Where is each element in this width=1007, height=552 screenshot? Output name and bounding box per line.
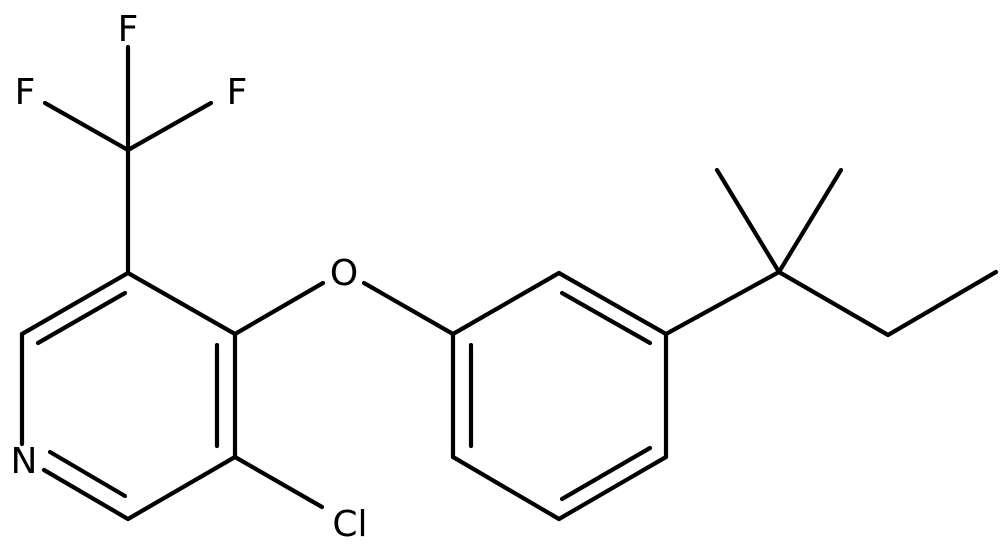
bond-c6-c5 (125, 454, 238, 522)
bond-c1p-c2p (450, 270, 562, 337)
atom-label-nitrogen: N (11, 441, 38, 482)
atom-label-f-right: F (227, 72, 248, 113)
bond-c3-c2 (19, 270, 131, 337)
bond-n-c6 (41, 467, 131, 522)
bond-c4-c3 (125, 270, 238, 337)
bond-cq-ch2 (776, 269, 891, 338)
bond-n-c6-inner (47, 449, 128, 499)
atom-label-oxygen: O (330, 253, 358, 294)
atom-label-chlorine: Cl (332, 504, 367, 545)
bond-c2p-c3p-inner (559, 290, 653, 346)
bond-c3-c2-inner (35, 290, 128, 346)
bond-c4p-c5p-inner (559, 445, 653, 502)
bond-cq-methyl-left (714, 167, 782, 275)
atom-label-f-top: F (118, 9, 139, 50)
bond-cq-methyl-right (776, 167, 844, 275)
atom-labels: F F F O N Cl (11, 9, 368, 545)
atom-label-f-left: F (15, 72, 36, 113)
bond-c4-o (232, 280, 326, 337)
bond-c-f-right (125, 100, 214, 153)
bond-c-f-left (42, 100, 131, 153)
bond-ch2-ch3 (885, 269, 999, 338)
bond-c2p-c3p (556, 270, 669, 337)
bond-c5p-c6p (450, 454, 562, 522)
bond-c5-cl (232, 454, 325, 510)
bond-c3p-cq (663, 269, 782, 337)
bonds (19, 44, 999, 522)
bond-c4p-c5p (556, 454, 669, 522)
bond-o-c1p (361, 280, 456, 337)
